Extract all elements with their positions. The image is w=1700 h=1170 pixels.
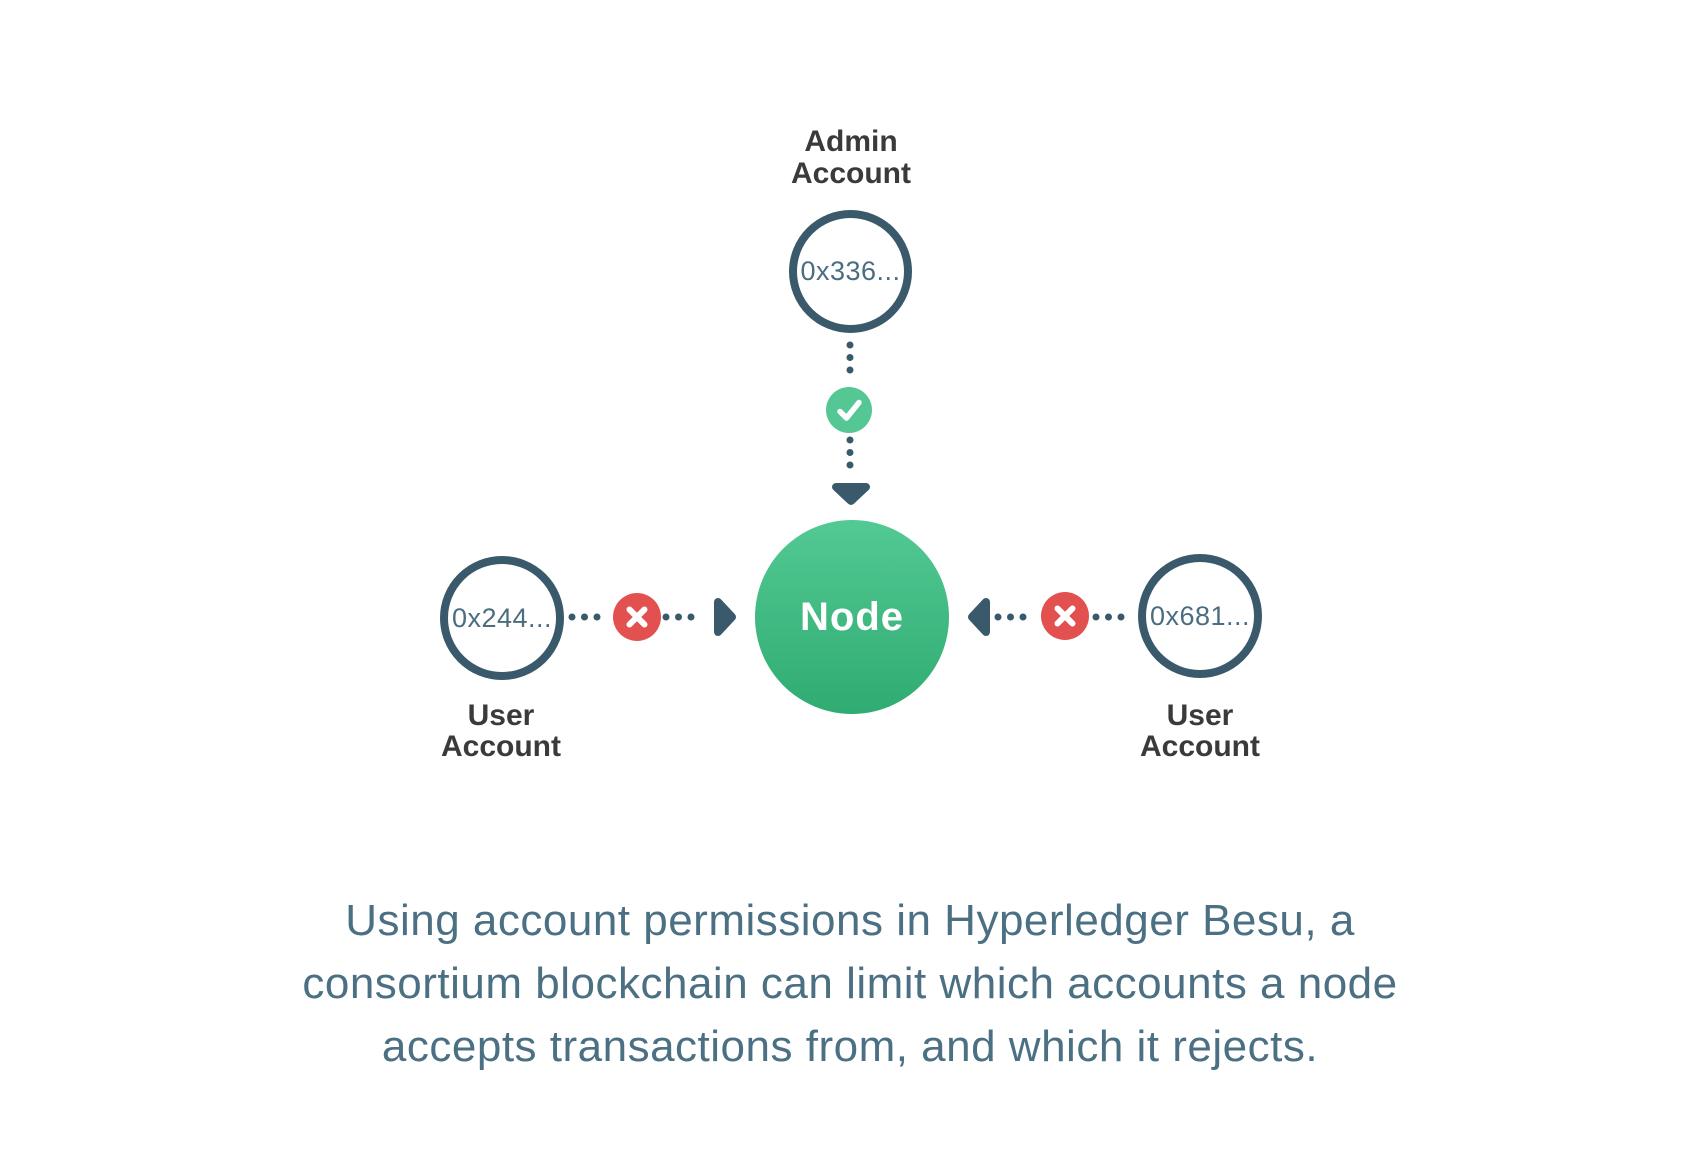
user-account-right-label-line2: Account — [1140, 730, 1260, 763]
caption: Using account permissions in Hyperledger… — [0, 889, 1700, 1078]
x-icon-right — [1041, 592, 1089, 640]
caption-line-3: accepts transactions from, and which it … — [381, 1022, 1319, 1071]
user-account-right-circle: 0x681... — [1138, 554, 1262, 678]
caption-line-2: consortium blockchain can limit which ac… — [302, 959, 1398, 1008]
admin-account-address: 0x336... — [800, 256, 901, 286]
x-glyph — [1054, 605, 1076, 627]
admin-account-label-line2: Account — [791, 157, 911, 190]
x-icon-left — [613, 593, 661, 641]
user-account-right-address: 0x681... — [1149, 600, 1251, 631]
user-account-right-label: User Account — [1090, 700, 1310, 762]
node-circle: Node — [755, 520, 949, 714]
admin-account-circle: 0x336... — [789, 210, 912, 333]
admin-account-label-line1: Admin — [804, 125, 898, 158]
x-glyph — [626, 606, 648, 628]
user-account-left-label: User Account — [391, 700, 611, 762]
caption-line-1: Using account permissions in Hyperledger… — [345, 896, 1355, 945]
user-account-right-label-line1: User — [1166, 699, 1234, 732]
arrow-down-icon — [832, 483, 870, 505]
node-label: Node — [800, 594, 904, 639]
user-account-left-label-line1: User — [467, 699, 535, 732]
check-icon — [826, 387, 872, 433]
user-account-left-circle: 0x244... — [440, 556, 564, 680]
arrow-right-icon — [714, 598, 736, 636]
admin-account-label: Admin Account — [741, 126, 961, 190]
arrow-left-icon — [968, 598, 990, 636]
user-account-left-address: 0x244... — [451, 602, 553, 633]
user-account-left-label-line2: Account — [441, 730, 561, 763]
checkmark-glyph — [837, 399, 862, 421]
